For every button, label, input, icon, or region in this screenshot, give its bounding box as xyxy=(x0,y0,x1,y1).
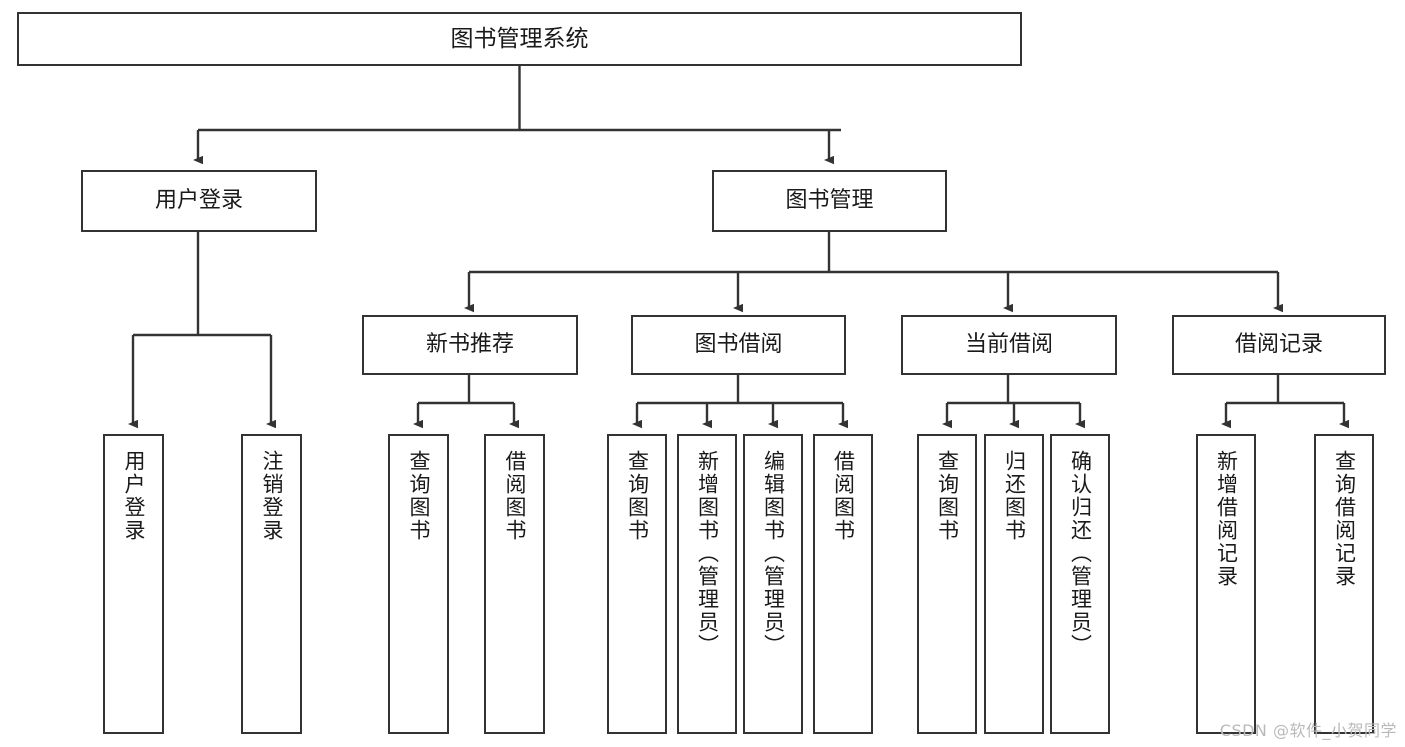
node-label: 用户登录 xyxy=(154,188,243,214)
node-label: 编辑图书（管理员） xyxy=(761,450,786,657)
node-label: 图书借阅 xyxy=(694,332,783,358)
node-label: 查询图书 xyxy=(625,450,650,542)
node-label: 当前借阅 xyxy=(964,332,1053,358)
node-label: 用户登录 xyxy=(122,450,146,542)
node-label: 新增图书（管理员） xyxy=(695,450,720,657)
node-new-book-recommend[interactable]: 新书推荐 xyxy=(362,315,578,375)
leaf-current-return-book[interactable]: 归还图书 xyxy=(984,434,1044,734)
node-label: 归还图书 xyxy=(1002,450,1027,542)
node-label: 图书管理 xyxy=(785,188,874,214)
leaf-recommend-borrow-book[interactable]: 借阅图书 xyxy=(484,434,545,734)
node-label: 查询图书 xyxy=(935,450,960,542)
leaf-borrow-borrow-book[interactable]: 借阅图书 xyxy=(813,434,873,734)
node-user-login[interactable]: 用户登录 xyxy=(81,170,317,232)
node-label: 图书管理系统 xyxy=(450,25,589,52)
node-current-borrow[interactable]: 当前借阅 xyxy=(901,315,1117,375)
node-book-management[interactable]: 图书管理 xyxy=(712,170,947,232)
leaf-current-confirm-return-admin[interactable]: 确认归还（管理员） xyxy=(1050,434,1110,734)
leaf-borrow-edit-book-admin[interactable]: 编辑图书（管理员） xyxy=(743,434,803,734)
node-label: 借阅图书 xyxy=(831,450,856,542)
leaf-record-add-record[interactable]: 新增借阅记录 xyxy=(1196,434,1256,734)
node-label: 借阅记录 xyxy=(1234,332,1323,358)
csdn-watermark: CSDN @软件_小贺同学 xyxy=(1219,721,1397,740)
leaf-user-login-login[interactable]: 用户登录 xyxy=(103,434,164,734)
node-book-borrow[interactable]: 图书借阅 xyxy=(631,315,846,375)
node-label: 确认归还（管理员） xyxy=(1068,450,1093,657)
node-label: 查询图书 xyxy=(407,450,431,542)
node-label: 借阅图书 xyxy=(503,450,527,542)
leaf-recommend-query-book[interactable]: 查询图书 xyxy=(388,434,449,734)
node-label: 新书推荐 xyxy=(425,332,514,358)
node-root-system[interactable]: 图书管理系统 xyxy=(17,12,1022,66)
node-borrow-record[interactable]: 借阅记录 xyxy=(1172,315,1386,375)
node-label: 查询借阅记录 xyxy=(1332,450,1357,588)
node-label: 注销登录 xyxy=(260,450,284,542)
leaf-record-query-record[interactable]: 查询借阅记录 xyxy=(1314,434,1374,734)
node-label: 新增借阅记录 xyxy=(1214,450,1239,588)
leaf-current-query-book[interactable]: 查询图书 xyxy=(917,434,977,734)
leaf-borrow-query-book[interactable]: 查询图书 xyxy=(607,434,667,734)
leaf-borrow-add-book-admin[interactable]: 新增图书（管理员） xyxy=(677,434,737,734)
leaf-user-login-logout[interactable]: 注销登录 xyxy=(241,434,302,734)
